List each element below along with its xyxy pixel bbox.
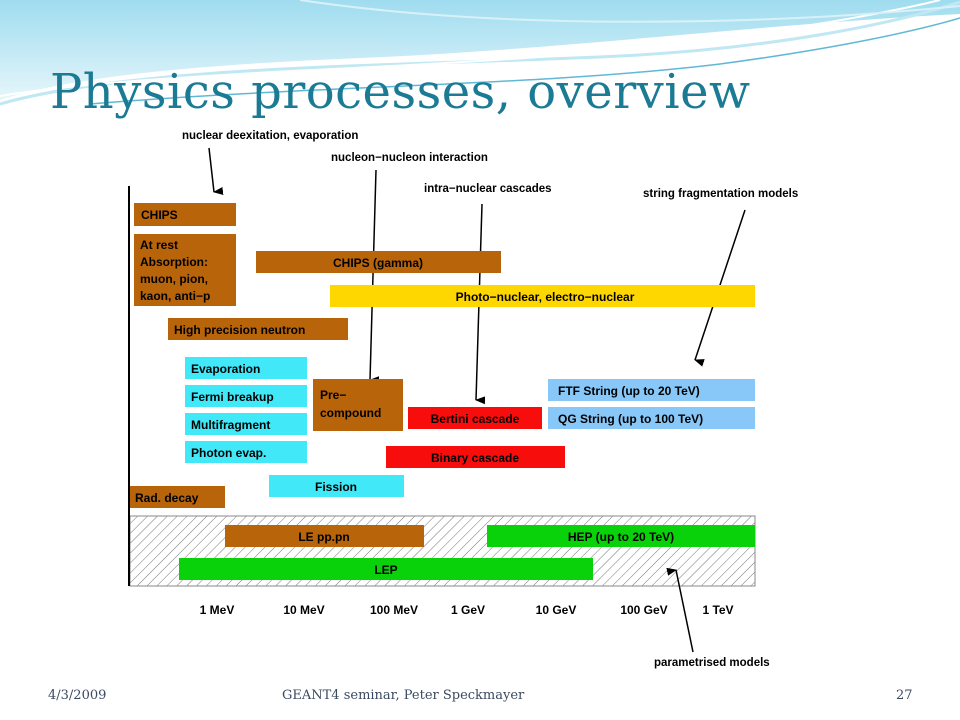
svg-text:CHIPS: CHIPS [141,208,178,222]
header-swoosh-line [299,0,960,23]
box-chips-gamma: CHIPS (gamma) [256,251,501,273]
energy-tick-label: 10 GeV [536,603,577,617]
svg-text:Evaporation: Evaporation [191,362,260,376]
box-multifragment: Multifragment [185,413,307,435]
footer-date: 4/3/2009 [48,688,107,703]
svg-text:FTF String (up to 20 TeV): FTF String (up to 20 TeV) [558,384,700,398]
callout-parametrised: parametrised models [654,657,770,669]
svg-text:LE pp.pn: LE pp.pn [298,530,349,544]
header-swoosh-line [89,17,960,105]
header-swoosh-band [0,0,960,100]
box-qg-string: QG String (up to 100 TeV) [548,407,755,429]
callout-string-fragmentation: string fragmentation models [643,188,798,200]
box-ftf-string: FTF String (up to 20 TeV) [548,379,755,401]
energy-tick-label: 1 GeV [451,603,485,617]
box-evaporation: Evaporation [185,357,307,379]
box-hep: HEP (up to 20 TeV) [487,525,755,547]
svg-text:CHIPS (gamma): CHIPS (gamma) [333,256,423,270]
box-bertini-cascade: Bertini cascade [408,407,542,429]
box-rad-decay: Rad. decay [130,486,225,508]
box-precompound: Pre− compound [313,379,403,431]
energy-tick-label: 100 GeV [620,603,667,617]
slide-title: Physics processes, overview [50,64,751,120]
box-fission: Fission [269,475,404,497]
svg-text:Rad. decay: Rad. decay [135,491,199,505]
energy-tick-label: 100 MeV [370,603,418,617]
box-le-pp-pn: LE pp.pn [225,525,424,547]
box-lep: LEP [179,558,593,580]
box-high-precision-neutron: High precision neutron [168,318,348,340]
svg-text:compound: compound [320,406,381,420]
svg-text:kaon, anti−p: kaon, anti−p [140,289,210,303]
svg-text:Bertini cascade: Bertini cascade [431,412,520,426]
svg-text:muon, pion,: muon, pion, [140,272,208,286]
energy-tick-label: 10 MeV [283,603,324,617]
box-photo-nuclear: Photo−nuclear, electro−nuclear [330,285,755,307]
footer-presentation-title: GEANT4 seminar, Peter Speckmayer [282,688,525,703]
energy-tick-label: 1 TeV [702,603,733,617]
svg-text:QG String (up to 100 TeV): QG String (up to 100 TeV) [558,412,703,426]
svg-text:Fermi breakup: Fermi breakup [191,390,274,404]
arrow-nucleon-nucleon [369,169,380,385]
callout-nuclear-deexcitation: nuclear deexitation, evaporation [182,130,358,142]
footer-page-number: 27 [896,688,913,703]
svg-text:Photo−nuclear, electro−nuclear: Photo−nuclear, electro−nuclear [456,290,635,304]
energy-tick-label: 1 MeV [200,603,235,617]
svg-text:Photon evap.: Photon evap. [191,446,266,460]
box-chips: CHIPS [134,203,236,226]
svg-text:Binary cascade: Binary cascade [431,451,519,465]
svg-text:Absorption:: Absorption: [140,255,208,269]
box-at-rest-absorption: At rest Absorption: muon, pion, kaon, an… [134,234,236,306]
svg-text:HEP (up to 20 TeV): HEP (up to 20 TeV) [568,530,674,544]
svg-text:Multifragment: Multifragment [191,418,270,432]
callout-nucleon-nucleon: nucleon−nucleon interaction [331,152,488,164]
header-swoosh-line [0,0,941,97]
callout-intra-nuclear: intra−nuclear cascades [424,183,552,195]
svg-text:Fission: Fission [315,480,357,494]
svg-text:Pre−: Pre− [320,388,346,402]
svg-text:High precision neutron: High precision neutron [174,323,305,337]
physics-processes-diagram: nuclear deexitation, evaporation nucleon… [128,128,856,672]
arrow-parametrised [666,567,694,653]
box-fermi-breakup: Fermi breakup [185,385,307,407]
svg-text:At rest: At rest [140,238,178,252]
arrow-nuclear-deexcitation [208,147,224,195]
svg-text:LEP: LEP [374,563,397,577]
box-binary-cascade: Binary cascade [386,446,565,468]
box-photon-evap: Photon evap. [185,441,307,463]
